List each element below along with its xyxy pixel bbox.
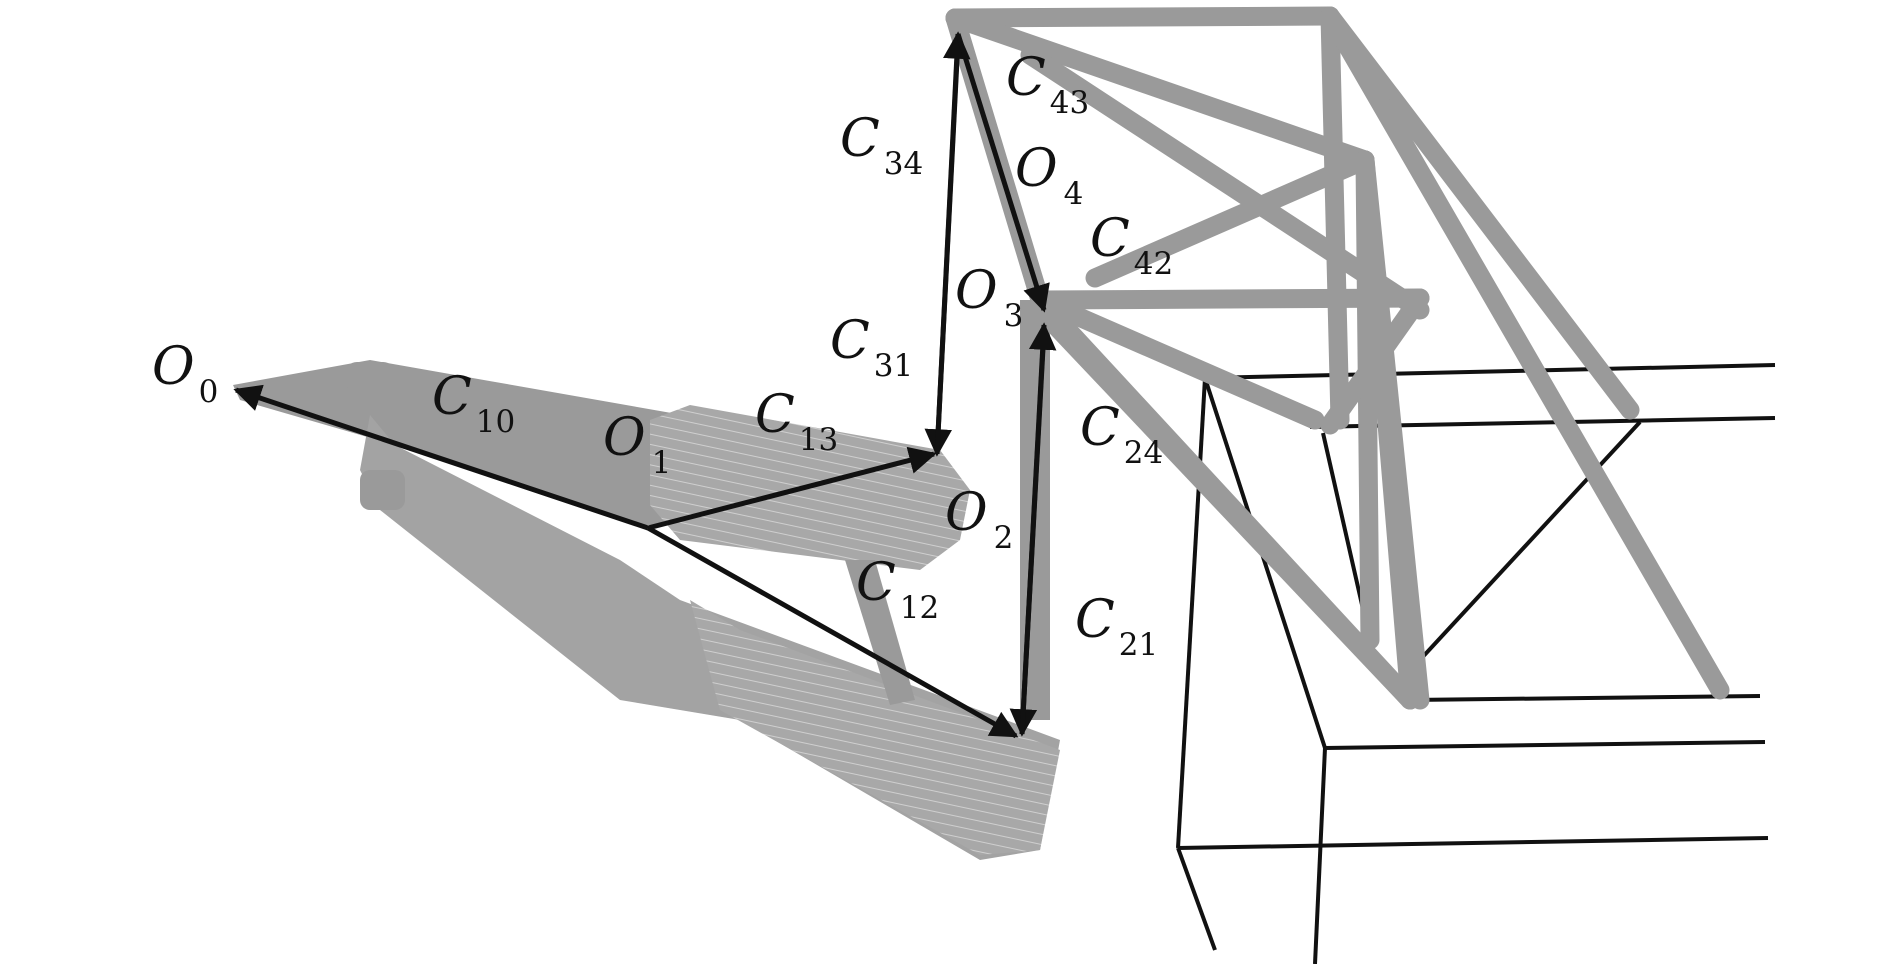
- truss-structure: [945, 6, 1730, 710]
- vector-c34: [934, 31, 971, 455]
- vector-c24: [1019, 322, 1057, 735]
- platform-wireframe: [1176, 363, 1776, 964]
- vector-c10: [233, 384, 649, 531]
- manipulator-arm: [233, 300, 1060, 860]
- vector-lines: [233, 31, 1057, 739]
- vector-c42: [955, 33, 1050, 313]
- vector-c12: [646, 525, 1019, 739]
- vector-c13: [647, 446, 937, 531]
